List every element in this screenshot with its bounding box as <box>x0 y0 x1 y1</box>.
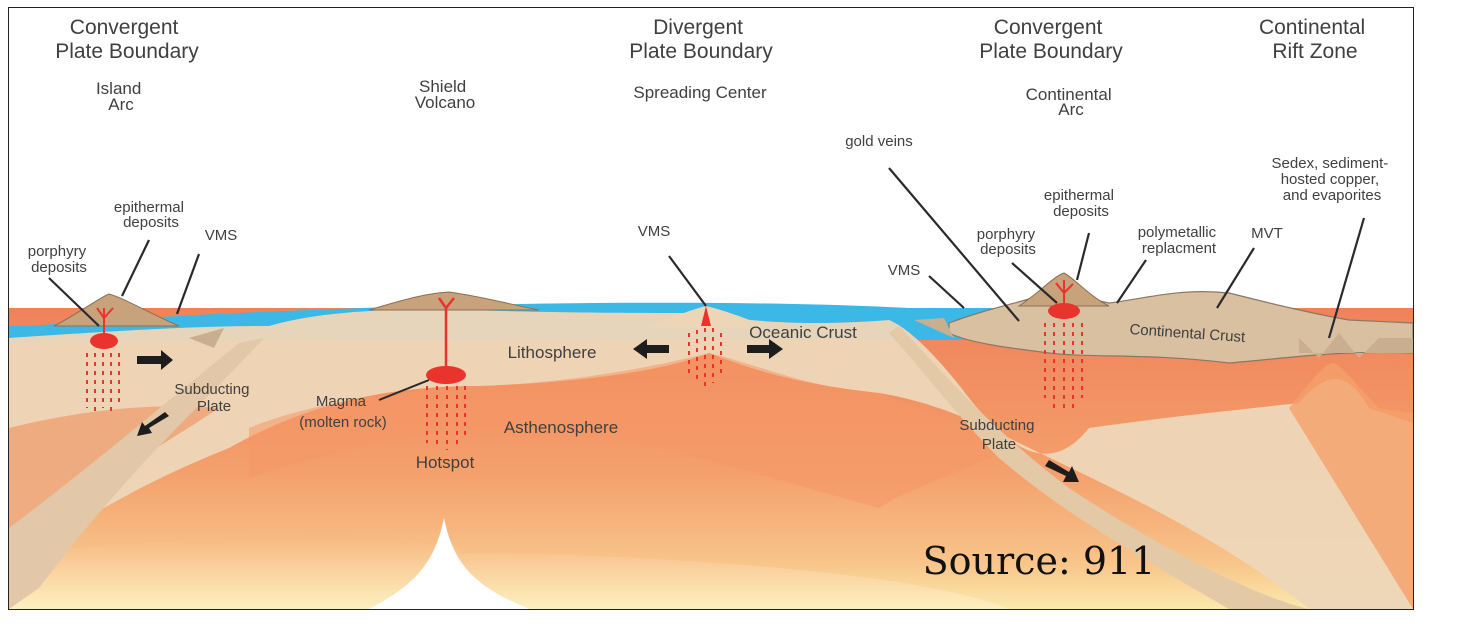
magma-chamber-hotspot <box>426 366 466 384</box>
arrow-right-icon <box>747 339 783 359</box>
arrow-left-icon <box>633 339 669 359</box>
pointer-lines <box>48 167 1366 339</box>
label-subducting-right: Subducting Plate <box>959 417 1038 453</box>
arrow-right-icon <box>137 350 173 370</box>
island-arc-conduit <box>96 307 114 333</box>
label-porphyry-left: porphyry deposits <box>28 243 91 276</box>
label-vms-center: VMS <box>638 223 671 240</box>
label-oceanic-crust: Oceanic Crust <box>749 323 857 342</box>
shield-volcano <box>368 291 540 311</box>
label-gold-veins: gold veins <box>845 133 913 150</box>
spreading-ridge <box>649 306 769 328</box>
rift-basin <box>1299 333 1413 358</box>
island-arc-volcano <box>53 293 180 327</box>
label-subducting-left: Subducting Plate <box>174 381 253 415</box>
label-hotspot: Hotspot <box>416 453 475 472</box>
label-asthenosphere: Asthenosphere <box>504 418 618 437</box>
label-vms-right: VMS <box>888 262 921 279</box>
header-rift-zone: Continental Rift Zone <box>1259 16 1371 63</box>
continental-arc-conduit <box>1055 280 1074 304</box>
label-island-arc: Island Arc <box>96 79 146 114</box>
melt-droplets <box>86 323 1083 450</box>
header-convergent-left: Convergent Plate Boundary <box>55 16 199 63</box>
label-sedex: Sedex, sediment- hosted copper, and evap… <box>1272 155 1393 204</box>
label-polymetallic: polymetallic replacment <box>1138 224 1221 257</box>
plate-tectonics-diagram: Convergent Plate Boundary Divergent Plat… <box>9 16 1413 609</box>
ridge-magma <box>701 306 711 326</box>
magma-chamber-island-arc <box>90 333 118 349</box>
label-continental-arc: Continental Arc <box>1026 85 1117 119</box>
header-convergent-right: Convergent Plate Boundary <box>979 16 1123 63</box>
label-mvt: MVT <box>1251 225 1283 242</box>
label-shield-volcano: Shield Volcano <box>415 77 476 112</box>
label-porphyry-right: porphyry deposits <box>977 226 1040 258</box>
lower-mantle <box>9 528 1009 609</box>
trench-wedge-left <box>189 328 224 348</box>
source-caption: Source: 911 <box>923 539 1156 583</box>
rift-uplift <box>1289 363 1413 609</box>
subducting-plate-left <box>9 338 264 609</box>
trench-wedge-right <box>914 318 954 338</box>
label-vms-left: VMS <box>205 227 238 244</box>
magma-chamber-continental-arc <box>1048 303 1080 319</box>
plate-motion-arrows <box>137 339 1079 482</box>
label-epithermal-left: epithermal deposits <box>114 199 188 231</box>
lithosphere <box>9 309 1413 609</box>
label-spreading-center: Spreading Center <box>633 83 767 102</box>
label-magma: Magma (molten rock) <box>299 393 387 431</box>
header-divergent: Divergent Plate Boundary <box>629 16 773 63</box>
diagram-frame: Convergent Plate Boundary Divergent Plat… <box>8 7 1414 610</box>
magma-pointer <box>378 379 430 401</box>
arrow-down-right-icon <box>1045 460 1079 482</box>
hotspot-conduit <box>437 297 455 368</box>
asthenosphere-center <box>249 353 1009 508</box>
label-epithermal-right: epithermal deposits <box>1044 187 1118 220</box>
hotspot-plume-base <box>369 518 529 609</box>
label-lithosphere: Lithosphere <box>508 343 597 362</box>
arrow-down-left-icon <box>137 412 169 436</box>
